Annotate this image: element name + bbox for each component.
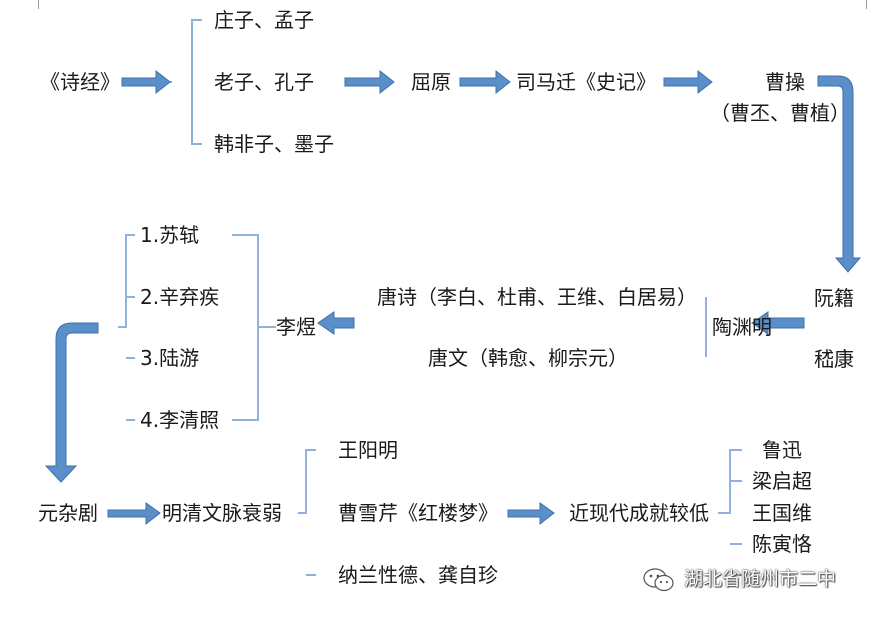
node-modern: 近现代成就较低 [569, 501, 709, 525]
node-chen-yinke: 陈寅恪 [752, 532, 812, 556]
node-lu-xun: 鲁迅 [762, 438, 802, 462]
node-lu-you: 3.陆游 [140, 346, 200, 370]
node-ming-qing: 明清文脉衰弱 [162, 501, 282, 525]
node-cao-cao: 曹操 [765, 70, 805, 94]
arrow-hongloumeng-to-modern [507, 502, 555, 526]
node-li-qingzhao: 4.李清照 [140, 408, 220, 432]
node-su-shi: 1.苏轼 [140, 223, 200, 247]
wechat-icon [643, 568, 674, 592]
node-li-yu: 李煜 [276, 315, 316, 339]
arrow-yuan-to-ming-qing [107, 502, 161, 526]
node-xin-qiji: 2.辛弃疾 [140, 285, 220, 309]
node-wang-guowei: 王国维 [752, 501, 812, 525]
bracket-modern [718, 449, 742, 576]
node-liang-qichao: 梁启超 [752, 469, 812, 493]
node-wang-yangming: 王阳明 [338, 438, 398, 462]
node-hanfeizi-mozi: 韩非子、墨子 [214, 132, 334, 156]
node-laozi-kongzi: 老子、孔子 [214, 70, 314, 94]
arrow-tao-yuanming-to-tang [751, 311, 805, 335]
arrow-tang-to-li-yu [317, 311, 355, 335]
node-tang-prose: 唐文（韩愈、柳宗元） [428, 346, 628, 370]
bracket-song-ci [118, 234, 135, 421]
node-ruan-ji: 阮籍 [814, 286, 854, 310]
node-tang-poetry: 唐诗（李白、杜甫、王维、白居易） [377, 285, 697, 309]
node-nalan-gong: 纳兰性德、龚自珍 [338, 563, 498, 587]
node-ji-kang: 嵇康 [814, 347, 854, 371]
arrow-pre-qin-to-quyuan [344, 69, 395, 95]
corner-mark-left [38, 0, 39, 9]
corner-mark-right [866, 0, 867, 9]
arrow-shijing-to-pre-qin [121, 69, 171, 95]
node-cao-xueqin: 曹雪芹《红楼梦》 [338, 501, 498, 525]
node-sima-qian: 司马迁《史记》 [516, 70, 656, 94]
node-zhuangzi-mengzi: 庄子、孟子 [214, 8, 314, 32]
node-yuan-drama: 元杂剧 [38, 501, 98, 525]
arrow-cao-cao-down-to-ruan-ji [817, 75, 862, 273]
arrow-quyuan-to-sima-qian [459, 69, 511, 95]
bracket-ming-qing [298, 449, 316, 576]
arrow-sima-qian-to-cao-cao [663, 69, 713, 95]
node-shijing: 《诗经》 [40, 70, 120, 94]
watermark-text: 湖北省随州市二中 [684, 568, 837, 590]
arrow-song-ci-down-to-yuan [44, 322, 99, 483]
node-cao-pi-cao-zhi: （曹丕、曹植） [710, 101, 850, 125]
node-tao-yuanming: 陶渊明 [712, 315, 772, 339]
node-quyuan: 屈原 [411, 70, 451, 94]
bracket-song-ci-right [232, 234, 276, 421]
